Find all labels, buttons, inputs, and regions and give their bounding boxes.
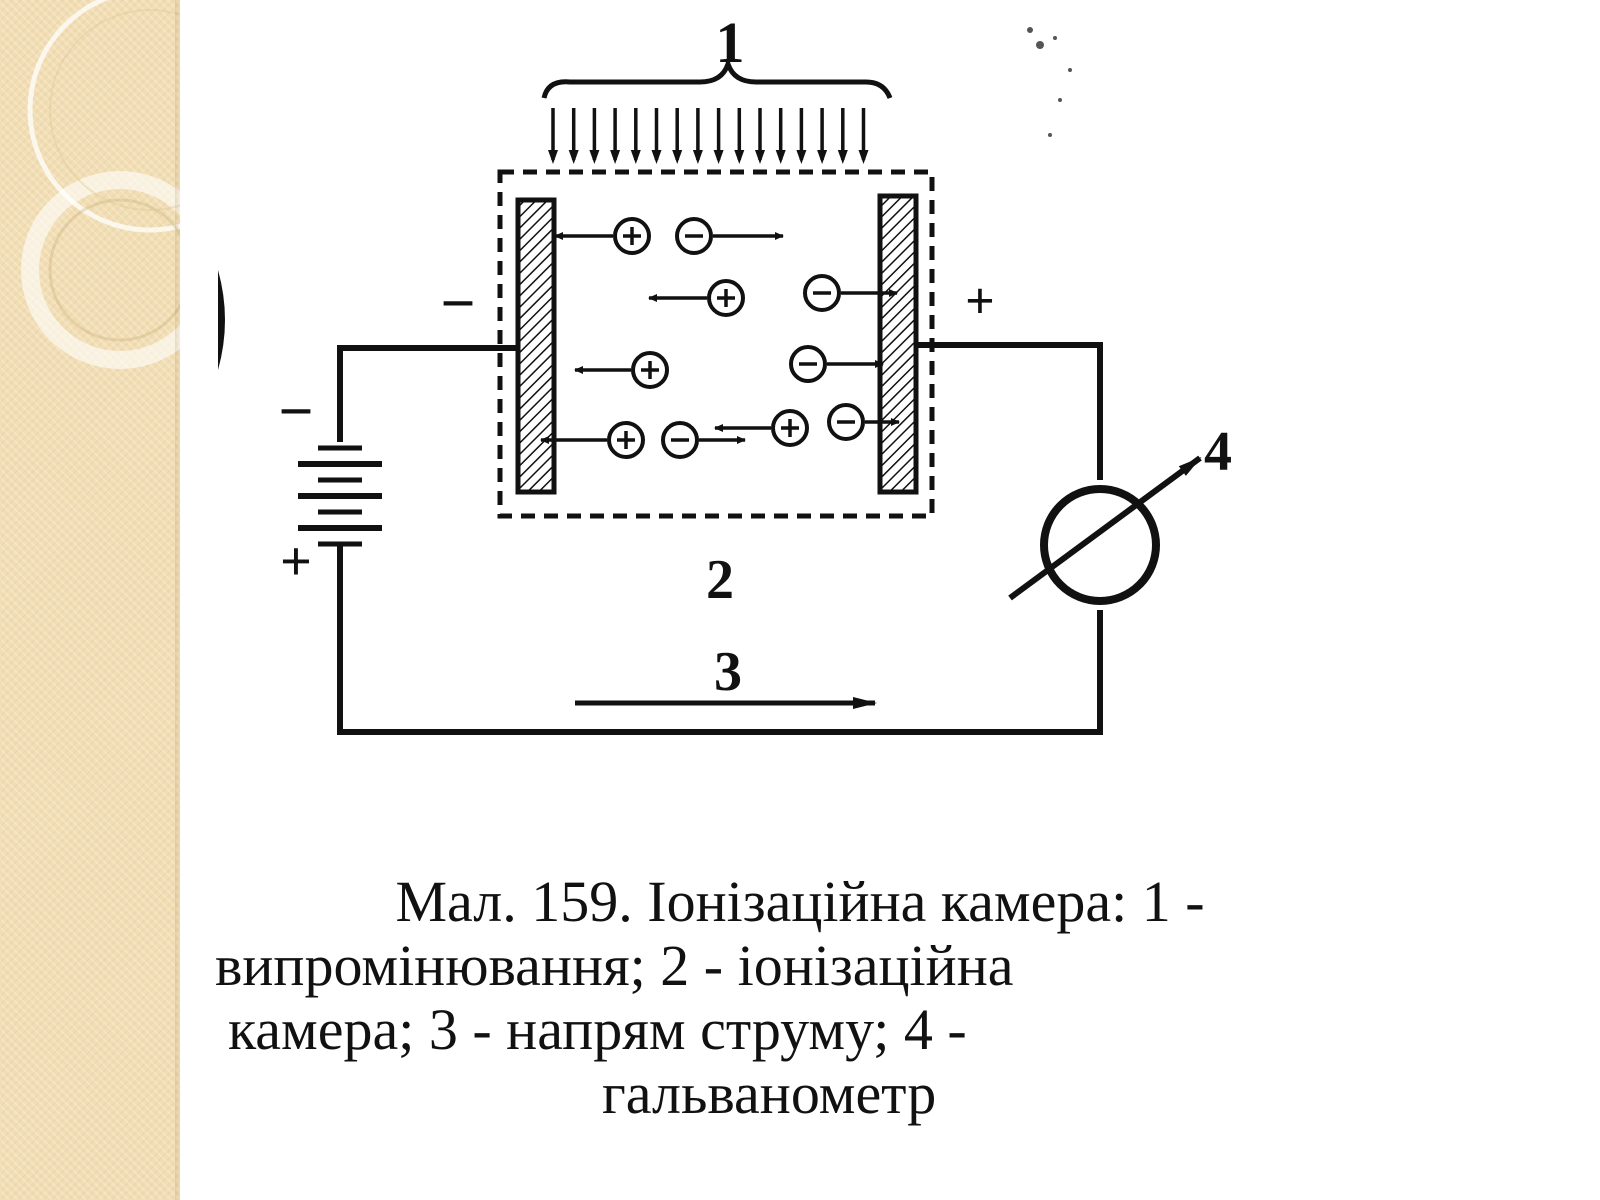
caption-line-3: камера; 3 - напрям струму; 4 - <box>228 997 967 1062</box>
ions <box>540 217 900 459</box>
circuit-wires <box>337 342 1103 735</box>
label-3: 3 <box>714 641 742 703</box>
galvanometer <box>1008 455 1202 605</box>
label-2: 2 <box>706 549 734 611</box>
anode-plate <box>877 193 919 495</box>
radiation-arrowhead <box>692 150 703 164</box>
caption-line-4: гальванометр <box>602 1061 937 1126</box>
positive-ion <box>714 409 809 447</box>
battery <box>298 445 382 547</box>
label-4: 4 <box>1204 421 1232 483</box>
positive-ion <box>540 421 645 459</box>
cathode-sign: − <box>440 270 475 338</box>
radiation-arrows <box>548 108 869 164</box>
cathode-plate <box>515 197 557 495</box>
figure-caption: Мал. 159. Іонізаційна камера: 1 - випром… <box>200 870 1400 1126</box>
ionization-chamber-diagram: 1 − + − + 4 2 3 <box>218 10 1232 735</box>
radiation-arrowhead <box>630 150 641 164</box>
negative-ion <box>827 403 900 441</box>
radiation-arrowhead <box>548 150 558 164</box>
radiation-arrowhead <box>796 150 807 164</box>
radiation-arrowhead <box>589 150 600 164</box>
radiation-arrowhead <box>755 150 765 164</box>
radiation-arrowhead <box>672 150 683 164</box>
battery-minus: − <box>278 378 313 446</box>
positive-ion <box>648 279 745 317</box>
radiation-brace <box>541 56 893 99</box>
radiation-arrowhead <box>568 150 579 164</box>
radiation-arrowhead <box>734 150 745 164</box>
chamber-boundary <box>497 169 935 519</box>
radiation-arrowhead <box>817 150 828 164</box>
negative-ion <box>661 421 746 459</box>
negative-ion <box>803 274 898 312</box>
radiation-arrowhead <box>610 150 621 164</box>
radiation-arrowhead <box>858 150 869 164</box>
anode-sign: + <box>965 273 995 330</box>
caption-line-1: Мал. 159. Іонізаційна камера: 1 - <box>395 869 1205 934</box>
radiation-arrowhead <box>775 150 786 164</box>
decorative-rings <box>21 0 180 369</box>
battery-plus: + <box>280 531 312 593</box>
negative-ion <box>789 345 884 383</box>
decorative-sidebar <box>0 0 180 1200</box>
scan-speckles <box>1027 27 1072 137</box>
edge-artifact <box>218 270 225 370</box>
radiation-arrowhead <box>837 150 848 164</box>
sidebar-shadow <box>175 0 181 1200</box>
positive-ion <box>554 217 651 255</box>
caption-line-2: випромінювання; 2 - іонізаційна <box>215 933 1014 998</box>
positive-ion <box>574 351 669 389</box>
negative-ion <box>675 217 784 255</box>
radiation-arrowhead <box>651 150 662 164</box>
radiation-arrowhead <box>713 150 724 164</box>
